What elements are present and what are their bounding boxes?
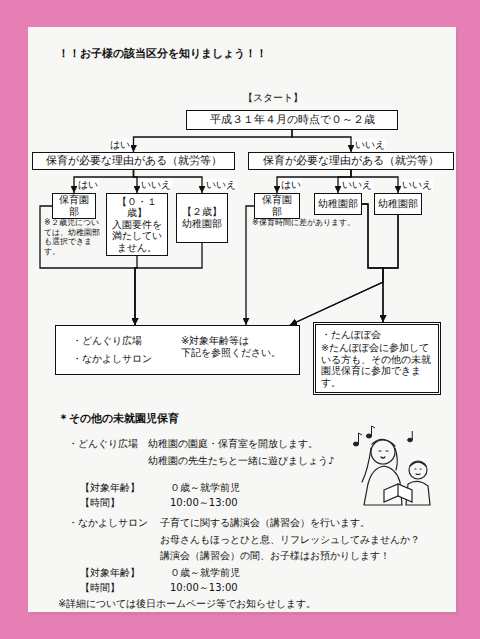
item-text: 幼稚園の園庭・保育室を開放します。 — [148, 438, 318, 450]
result-box: 保育園部 — [254, 193, 300, 219]
box-text: 保育が必要な理由がある（就労等） — [46, 154, 222, 167]
flow-arrow — [134, 170, 203, 193]
item-text: 幼稚園の先生たちと一緒に遊びましょう♪ — [148, 455, 334, 467]
box-text: 保育園部 — [56, 194, 92, 218]
start-box: 平成３１年４月の時点で０～２歳 — [186, 110, 398, 130]
box-heading: ・たんぽぽ会 — [321, 329, 381, 340]
box-heading: 【２歳】 — [182, 206, 222, 218]
box-text: 幼稚園部 — [318, 198, 358, 210]
result-box: 保育園部 — [52, 193, 96, 219]
flow-arrow — [277, 170, 351, 193]
note: ※２歳児については、幼稚園部も選択できます。 — [44, 218, 100, 256]
branch-label: いいえ — [401, 179, 433, 191]
field-name: 【時間】 — [80, 497, 120, 509]
field-value: ０歳～就学前児 — [170, 567, 240, 579]
section-heading: ＊その他の未就園児保育 — [58, 412, 179, 425]
field-value: ０歳～就学前児 — [170, 482, 240, 494]
result-box: 幼稚園部 — [314, 193, 362, 215]
item-name: ・どんぐり広場 — [68, 438, 138, 450]
box-text: 保育が必要な理由がある（就労等） — [263, 154, 439, 167]
box-text: 入園要件を満たしていません。 — [110, 219, 164, 253]
mother-child-illustration — [362, 439, 430, 505]
note: ※保育時間に差があります。 — [252, 218, 355, 228]
decision-box: 保育が必要な理由がある（就労等） — [248, 152, 454, 170]
program-box: ・どんぐり広場・なかよしサロン ※対象年齢等は 下記を参照ください。 — [55, 325, 300, 375]
field-name: 【時間】 — [80, 582, 120, 594]
branch-label: いいえ — [140, 179, 172, 191]
branch-label: はい — [280, 179, 302, 191]
program-box: ・たんぽぽ会 ※たんぽぽ会に参加している方も、その他の未就園児保育に参加できます。 — [313, 322, 441, 395]
field-value: 10:00～13:00 — [170, 497, 238, 509]
start-label: 【スタート】 — [243, 92, 303, 104]
box-text: 幼稚園部 — [182, 218, 222, 230]
page-title: ！！お子様の該当区分を知りましょう！！ — [58, 47, 267, 60]
box-text: ※対象年齢等は 下記を参照ください。 — [181, 335, 286, 359]
branch-label: はい — [109, 139, 131, 151]
decision-box: 保育が必要な理由がある（就労等） — [32, 152, 235, 170]
paper-sheet — [28, 27, 456, 612]
field-name: 【対象年齢】 — [80, 567, 140, 579]
box-text: 平成３１年４月の時点で０～２歳 — [210, 113, 375, 126]
item-text: 講演会（講習会）の間、お子様はお預かりします！ — [160, 550, 390, 562]
flow-arrow — [134, 130, 293, 152]
footnote: ※詳細については後日ホームページ等でお知らせします。 — [58, 598, 316, 610]
music-notes — [353, 426, 412, 446]
branch-label: いいえ — [205, 179, 237, 191]
flow-arrow — [292, 130, 351, 152]
flow-arrow — [290, 215, 398, 325]
result-box: 幼稚園部 — [374, 193, 422, 215]
field-name: 【対象年齢】 — [80, 482, 140, 494]
box-text: ・なかよしサロン — [72, 353, 152, 365]
box-text: 幼稚園部 — [378, 198, 418, 210]
item-name: ・なかよしサロン — [68, 517, 148, 529]
branch-label: いいえ — [341, 179, 373, 191]
box-text: ※たんぽぽ会に参加している方も、その他の未就園児保育に参加できます。 — [321, 342, 433, 388]
box-heading: 【０・１歳】 — [110, 196, 164, 219]
field-value: 10:00～13:00 — [170, 582, 238, 594]
item-text: お母さんもほっとひと息、リフレッシュしてみませんか？ — [160, 534, 420, 546]
flow-arrow — [362, 204, 383, 322]
item-text: 子育てに関する講演会（講習会）を行います。 — [160, 517, 370, 529]
branch-label: はい — [77, 179, 99, 191]
flow-arrow — [383, 215, 398, 322]
box-heading: ・どんぐり広場 — [72, 335, 142, 347]
box-text: 保育園部 — [258, 194, 296, 218]
result-box: 【０・１歳】入園要件を満たしていません。 — [106, 193, 168, 256]
flow-arrow — [74, 170, 134, 193]
result-box: 【２歳】幼稚園部 — [176, 193, 228, 243]
branch-label: いいえ — [354, 139, 386, 151]
